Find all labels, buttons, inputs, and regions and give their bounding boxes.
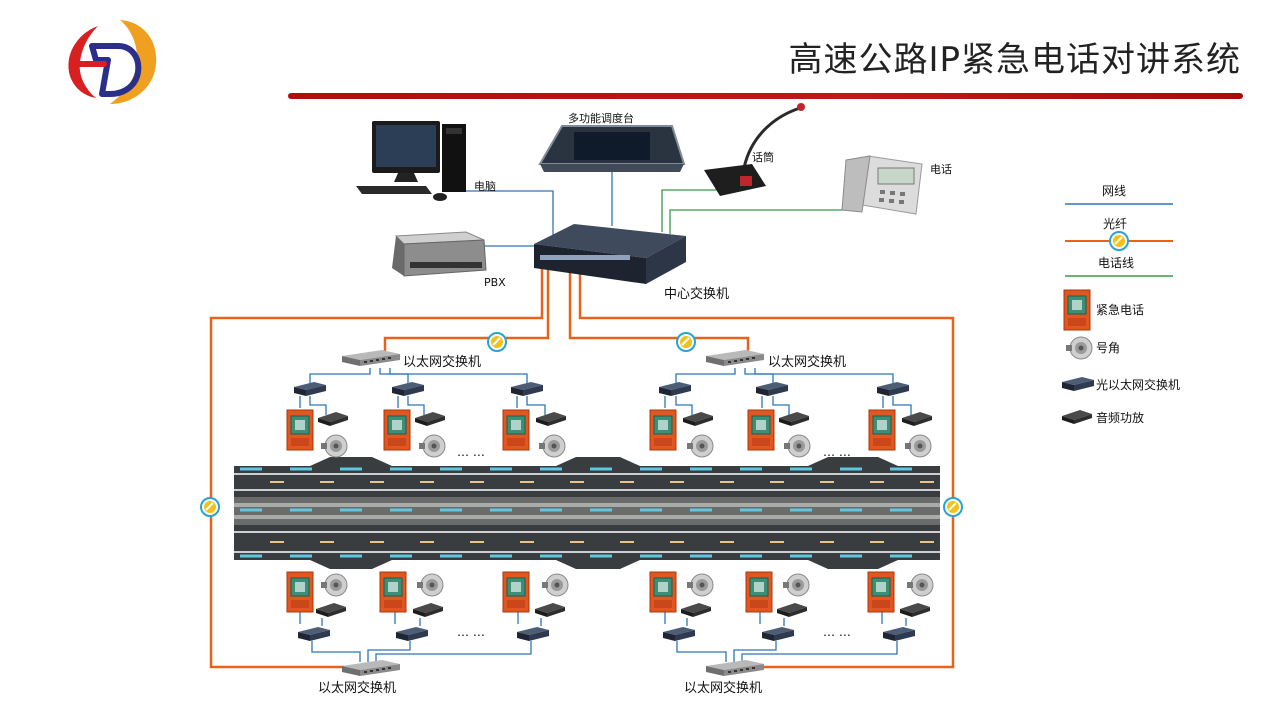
- amplifier-icon: [316, 603, 346, 617]
- horn-icon: [418, 434, 446, 458]
- fiber-connector-icon: [676, 332, 696, 352]
- dispatch-console-label: 多功能调度台: [568, 111, 634, 125]
- amplifier-icon: [415, 412, 445, 426]
- ethernet-switch-bottom-right-label: 以太网交换机: [684, 680, 762, 696]
- legend-optical-switch-label: 光以太网交换机: [1096, 377, 1180, 392]
- legend-network-label: 网线: [1102, 184, 1126, 198]
- emergency-phone-icon: [649, 409, 677, 451]
- company-logo: [68, 20, 157, 104]
- legend-emergency-phone-label: 紧急电话: [1096, 302, 1144, 317]
- ellipsis-bottom-left: … …: [457, 625, 485, 639]
- emergency-phone-icon: [868, 409, 896, 451]
- optical-switch-icon: [392, 382, 424, 396]
- emergency-phone-icon: [286, 571, 314, 613]
- phone-label: 电话: [930, 163, 952, 176]
- emergency-phone-icon: [379, 571, 407, 613]
- title-underline: [288, 93, 1243, 99]
- emergency-phone-icon: [383, 409, 411, 451]
- optical-switch-icon: [298, 627, 330, 641]
- legend-horn-icon: [1065, 336, 1093, 360]
- emergency-phone-icon: [502, 409, 530, 451]
- legend-emergency-phone-icon: [1063, 289, 1091, 331]
- amplifier-icon: [535, 603, 565, 617]
- optical-switch-icon: [396, 627, 428, 641]
- amplifier-icon: [777, 603, 807, 617]
- core-switch-icon: [534, 224, 686, 284]
- legend-fiber-connector-icon: [1109, 231, 1129, 251]
- emergency-phone-icon: [502, 571, 530, 613]
- ethernet-switch-top-left-label: 以太网交换机: [403, 354, 481, 370]
- amplifier-icon: [900, 603, 930, 617]
- ethernet-switch-top-right-label: 以太网交换机: [768, 354, 846, 370]
- network-lines: [299, 170, 912, 662]
- horn-icon: [686, 434, 714, 458]
- computer-label: 电脑: [474, 180, 496, 193]
- pbx-label: PBX: [484, 276, 506, 289]
- dispatch-console-icon: [538, 125, 686, 172]
- optical-switch-icon: [756, 382, 788, 396]
- ethernet-switch-top-left-icon: [342, 350, 400, 366]
- ethernet-switch-bottom-left-label: 以太网交换机: [318, 680, 396, 696]
- horn-icon: [904, 434, 932, 458]
- legend-amplifier-label: 音频功放: [1096, 410, 1144, 425]
- horn-icon: [416, 573, 444, 597]
- ellipsis-top-left: … …: [457, 445, 485, 459]
- legend: 网线 光纤 电话线 紧急电话 号角 光以太网交换机 音频功放: [1062, 184, 1180, 425]
- horn-icon: [906, 573, 934, 597]
- core-switch-label: 中心交换机: [664, 286, 729, 302]
- fiber-connector-icon: [200, 497, 220, 517]
- ellipsis-bottom-right: … …: [823, 625, 851, 639]
- microphone-label: 话筒: [752, 150, 774, 164]
- emergency-phone-icon: [747, 409, 775, 451]
- horn-icon: [686, 573, 714, 597]
- amplifier-icon: [902, 412, 932, 426]
- optical-switch-icon: [294, 382, 326, 396]
- amplifier-icon: [413, 603, 443, 617]
- fiber-ring: [209, 262, 955, 669]
- optical-switch-icon: [877, 382, 909, 396]
- amplifier-icon: [779, 412, 809, 426]
- fiber-connector-icon: [943, 497, 963, 517]
- desk-phone-icon: [841, 155, 923, 215]
- legend-amplifier-icon: [1062, 410, 1092, 424]
- horn-icon: [541, 573, 569, 597]
- legend-phone-line-label: 电话线: [1098, 256, 1134, 270]
- ethernet-switch-bottom-left-icon: [342, 660, 400, 676]
- amplifier-icon: [683, 412, 713, 426]
- optical-switch-icon: [517, 627, 549, 641]
- horn-icon: [538, 434, 566, 458]
- page-title: 高速公路IP紧急电话对讲系统: [788, 40, 1241, 80]
- amplifier-icon: [318, 412, 348, 426]
- optical-switch-icon: [511, 382, 543, 396]
- optical-switch-icon: [762, 627, 794, 641]
- amplifier-icon: [681, 603, 711, 617]
- phone-lines: [661, 189, 842, 234]
- fiber-connector-icon: [487, 332, 507, 352]
- microphone-icon: [704, 103, 805, 196]
- emergency-phone-icon: [867, 571, 895, 613]
- legend-horn-label: 号角: [1096, 341, 1120, 355]
- horn-icon: [320, 434, 348, 458]
- horn-icon: [782, 573, 810, 597]
- ethernet-switch-top-right-icon: [706, 350, 764, 366]
- emergency-phone-icon: [649, 571, 677, 613]
- horn-icon: [320, 573, 348, 597]
- horn-icon: [783, 434, 811, 458]
- optical-switch-icon: [883, 627, 915, 641]
- emergency-phone-icon: [286, 409, 314, 451]
- highway: [234, 457, 940, 569]
- optical-switch-icon: [663, 627, 695, 641]
- ellipsis-top-right: … …: [823, 445, 851, 459]
- optical-switch-icon: [659, 382, 691, 396]
- ethernet-switch-bottom-right-icon: [706, 660, 764, 676]
- computer-icon: [356, 121, 466, 201]
- pbx-icon: [392, 231, 487, 277]
- amplifier-icon: [536, 412, 566, 426]
- legend-optical-switch-icon: [1062, 377, 1094, 391]
- legend-fiber-label: 光纤: [1103, 217, 1127, 231]
- emergency-phone-icon: [745, 571, 773, 613]
